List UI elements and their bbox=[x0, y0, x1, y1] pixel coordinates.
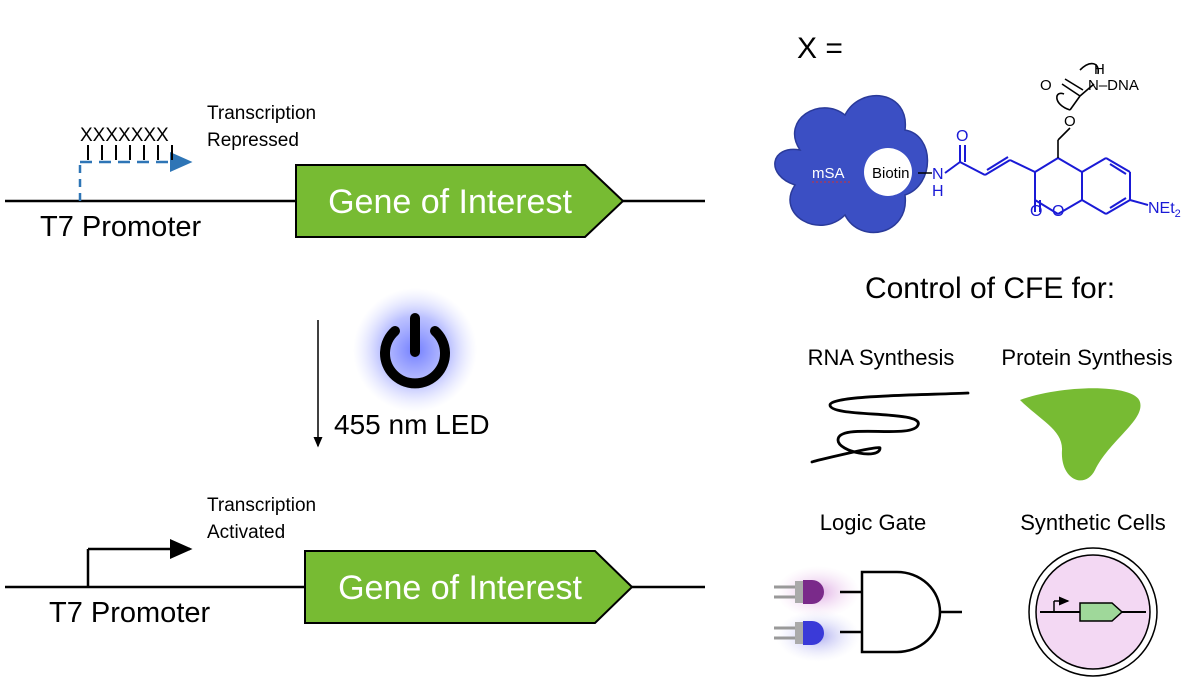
msa-protein-shape bbox=[774, 94, 929, 234]
synthetic-cell-icon bbox=[1028, 547, 1158, 677]
amine-label: NEt2 bbox=[1148, 200, 1181, 220]
bottom-promoter-arrow bbox=[86, 539, 193, 587]
caged-x-ticks bbox=[87, 145, 173, 160]
blue-led-icon bbox=[774, 621, 824, 645]
led-label: 455 nm LED bbox=[334, 409, 490, 440]
bottom-promoter-label: T7 Promoter bbox=[49, 597, 210, 629]
top-promoter-arrow bbox=[78, 152, 193, 201]
amide-h-label: H bbox=[932, 183, 944, 200]
top-gene-label: Gene of Interest bbox=[328, 183, 572, 221]
dna-label: N–DNA bbox=[1088, 77, 1139, 94]
protein-synthesis-label: Protein Synthesis bbox=[1001, 345, 1172, 370]
ring-o-label: O bbox=[1052, 203, 1064, 220]
bottom-status-line1: Transcription bbox=[207, 495, 316, 516]
applications-panel: Control of CFE for: RNA Synthesis Protei… bbox=[774, 272, 1173, 677]
linker-o-label: O bbox=[1064, 113, 1076, 130]
msa-label: mSA bbox=[812, 165, 845, 182]
applications-title: Control of CFE for: bbox=[865, 272, 1115, 305]
x-equals-label: X = bbox=[797, 32, 843, 65]
top-promoter-label: T7 Promoter bbox=[40, 211, 201, 243]
top-construct: XXXXXXX Transcription Repressed T7 Promo… bbox=[5, 103, 705, 243]
rna-strand-icon bbox=[810, 391, 970, 464]
bottom-construct: Transcription Activated T7 Promoter Gene… bbox=[5, 495, 705, 629]
c2-o-label: O bbox=[1030, 203, 1042, 220]
biotin-label: Biotin bbox=[872, 165, 910, 182]
light-stimulus: 455 nm LED bbox=[313, 288, 490, 448]
carbamate-o-label: O bbox=[1040, 77, 1052, 94]
bottom-gene-box bbox=[304, 550, 634, 624]
carbamate-linker bbox=[1056, 62, 1100, 158]
purple-led-icon bbox=[774, 580, 824, 604]
bottom-gene-label: Gene of Interest bbox=[338, 569, 582, 607]
top-gene-box bbox=[295, 164, 625, 238]
biotin-pocket bbox=[864, 148, 912, 196]
bottom-status-line2: Activated bbox=[207, 522, 285, 543]
caged-x-label: XXXXXXX bbox=[80, 125, 169, 146]
synthetic-cells-label: Synthetic Cells bbox=[1020, 510, 1166, 535]
chemical-structure: X = mSA Biotin N H bbox=[774, 32, 1181, 234]
amide-n-label: N bbox=[932, 166, 944, 183]
carbamate-h-label: H bbox=[1094, 61, 1105, 78]
rna-synthesis-label: RNA Synthesis bbox=[808, 345, 955, 370]
power-icon bbox=[380, 313, 450, 389]
carbonyl-o-label: O bbox=[956, 128, 968, 145]
coumarin-skeleton bbox=[944, 145, 1149, 215]
top-status-line1: Transcription bbox=[207, 103, 316, 124]
logic-gate-label: Logic Gate bbox=[820, 510, 926, 535]
protein-blob-icon bbox=[1020, 388, 1141, 481]
top-status-line2: Repressed bbox=[207, 130, 299, 151]
